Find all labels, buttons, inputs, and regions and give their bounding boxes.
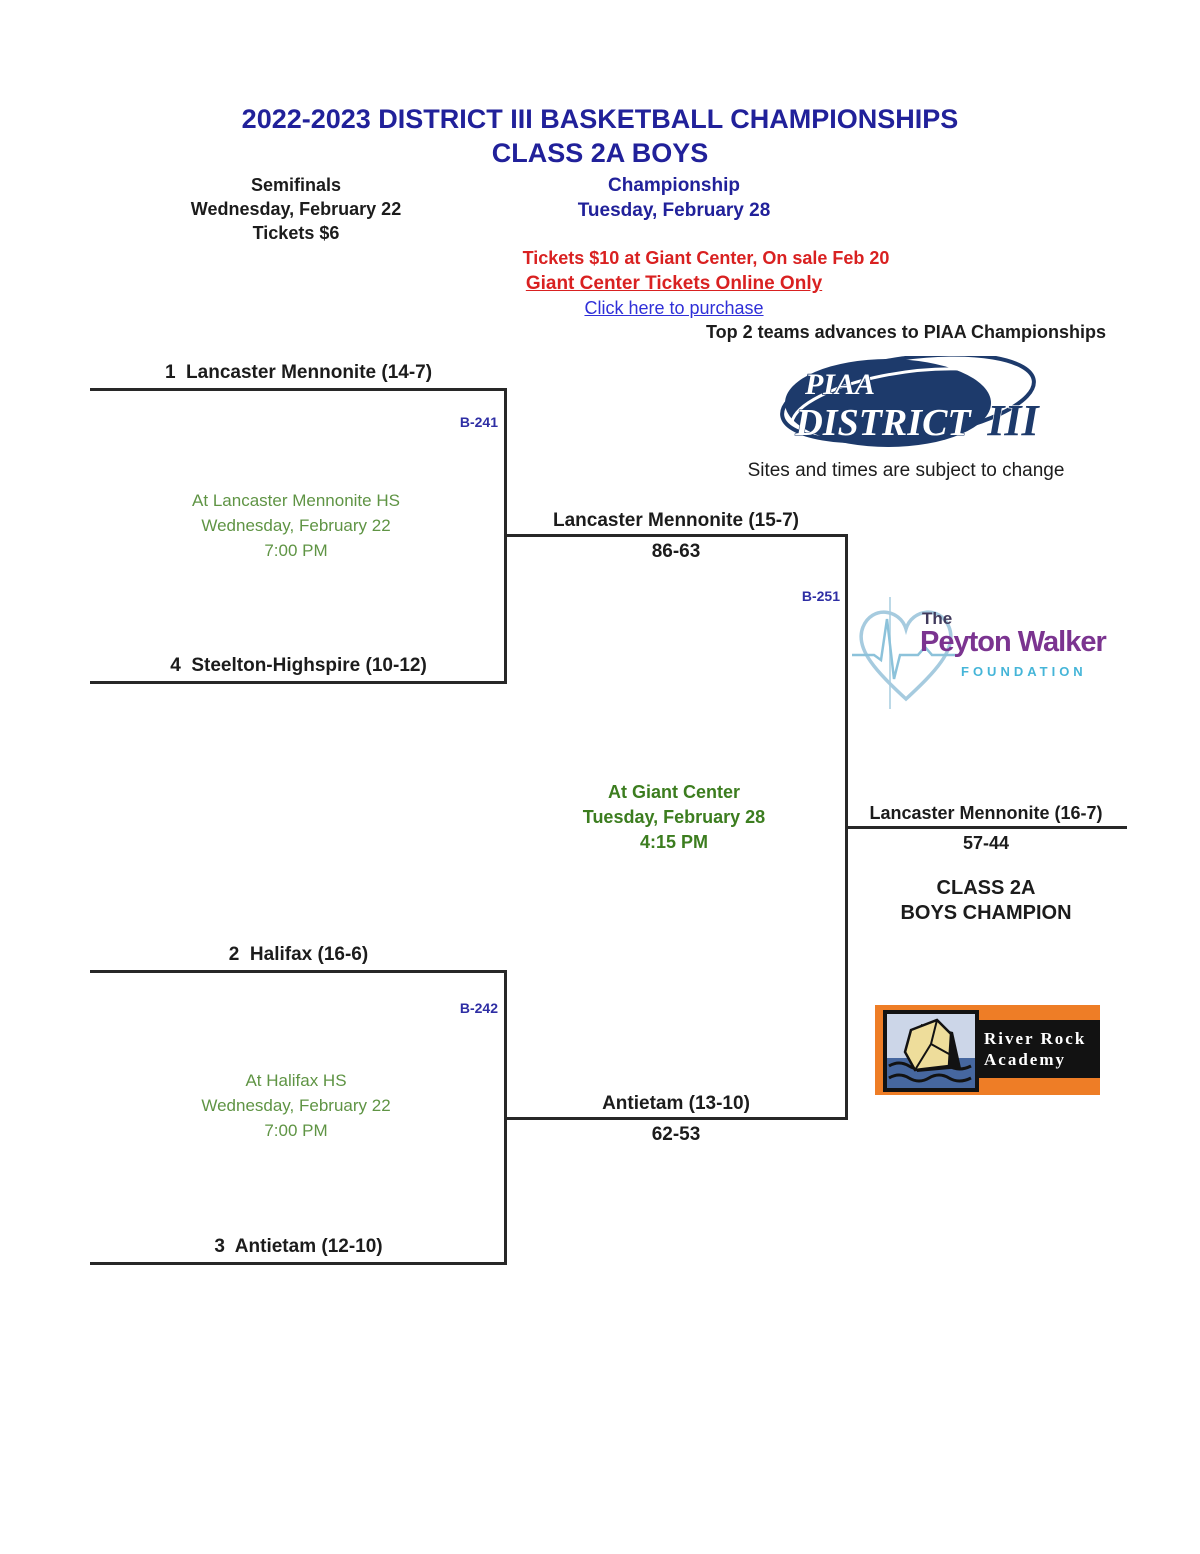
piaa-district-logo: PIAA DISTRICT III	[780, 356, 1041, 447]
semifinals-date: Wednesday, February 22	[190, 199, 402, 219]
bracket-line-winner2	[504, 1117, 848, 1120]
game2-score: 62-53	[651, 1124, 701, 1145]
semifinals-label: Semifinals	[250, 175, 342, 195]
heart-outline	[859, 610, 953, 702]
ticket-notice: Tickets $10 at Giant Center, On sale Feb…	[522, 248, 890, 268]
seed1-team: 1 Lancaster Mennonite (14-7)	[164, 362, 433, 383]
championship-date: Tuesday, February 28	[577, 200, 771, 221]
river-rock-name: River Rock Academy	[984, 1028, 1086, 1070]
championship-label: Championship	[608, 175, 740, 196]
bracket-line-winner1	[504, 534, 848, 537]
change-note: Sites and times are subject to change	[747, 460, 1065, 481]
game2-site: At Halifax HS	[245, 1071, 347, 1090]
piaa-logo-main-text: DISTRICT	[794, 402, 972, 444]
piaa-ellipse	[785, 359, 991, 447]
ekg-trace	[852, 618, 958, 680]
game1-date: Wednesday, February 22	[201, 516, 391, 535]
river-rock-logo: River Rock Academy	[875, 1005, 1100, 1095]
game2-code: B-242	[459, 1000, 498, 1016]
final-date: Tuesday, February 28	[582, 807, 766, 827]
rock-facets	[914, 1019, 950, 1071]
semifinals-tickets: Tickets $6	[252, 223, 340, 243]
bracket-line-seed1	[90, 388, 507, 391]
ticket-online-notice: Giant Center Tickets Online Only	[525, 273, 823, 294]
champion-label-line2: BOYS CHAMPION	[900, 902, 1072, 924]
rock	[903, 1018, 953, 1072]
final-site-info: At Giant Center Tuesday, February 28 4:1…	[524, 780, 824, 855]
bracket-line-seed3	[90, 1262, 507, 1265]
final-score: 57-44	[962, 833, 1010, 853]
game1-time: 7:00 PM	[264, 541, 328, 560]
game2-winner: Antietam (13-10)	[602, 1093, 750, 1114]
seed2-team: 2 Halifax (16-6)	[228, 944, 369, 965]
page-title: 2022-2023 DISTRICT III BASKETBALL CHAMPI…	[241, 104, 959, 134]
peyton-walker-logo: The Peyton Walker FOUNDATION	[850, 595, 1110, 710]
piaa-logo-iii-text: III	[986, 396, 1040, 445]
game1-code: B-241	[459, 414, 498, 430]
bracket-line-seed2	[90, 970, 507, 973]
bracket-line-seed4	[90, 681, 507, 684]
bracket-line-champion	[845, 826, 1127, 829]
seed3-team: 3 Antietam (12-10)	[214, 1236, 383, 1257]
wave-line2	[888, 1073, 972, 1083]
semifinals-info: Semifinals Wednesday, February 22 Ticket…	[96, 173, 496, 245]
peyton-the-text: The	[922, 609, 953, 628]
final-code: B-251	[801, 588, 840, 604]
champion-label: CLASS 2A BOYS CHAMPION	[845, 876, 1127, 926]
peyton-foundation-text: FOUNDATION	[961, 664, 1087, 679]
river-rock-line1: River Rock	[984, 1029, 1087, 1048]
championship-info: Championship Tuesday, February 28	[474, 173, 874, 223]
game1-score: 86-63	[651, 541, 701, 562]
champion-team: Lancaster Mennonite (16-7)	[869, 803, 1103, 823]
game1-site: At Lancaster Mennonite HS	[192, 491, 400, 510]
game2-time: 7:00 PM	[264, 1121, 328, 1140]
game1-site-info: At Lancaster Mennonite HS Wednesday, Feb…	[146, 488, 446, 563]
river-rock-picture	[883, 1010, 979, 1092]
advance-note: Top 2 teams advances to PIAA Championshi…	[705, 322, 1107, 342]
piaa-swoosh-highlight	[790, 367, 1011, 423]
river-rock-line2: Academy	[984, 1050, 1066, 1069]
game1-winner: Lancaster Mennonite (15-7)	[553, 510, 799, 531]
seed4-team: 4 Steelton-Highspire (10-12)	[170, 655, 427, 676]
purchase-tickets-link[interactable]: Click here to purchase	[584, 298, 764, 318]
peyton-name-text: Peyton Walker	[920, 626, 1107, 658]
piaa-logo-top-text: PIAA	[804, 368, 875, 401]
champion-label-line1: CLASS 2A	[936, 877, 1036, 899]
final-site: At Giant Center	[607, 782, 740, 802]
river-rock-text-band: River Rock Academy	[975, 1020, 1100, 1078]
game2-date: Wednesday, February 22	[201, 1096, 391, 1115]
page-subtitle: CLASS 2A BOYS	[491, 138, 709, 168]
final-time: 4:15 PM	[639, 832, 709, 852]
heart-ekg-icon	[852, 597, 958, 709]
game2-site-info: At Halifax HS Wednesday, February 22 7:0…	[146, 1068, 446, 1143]
